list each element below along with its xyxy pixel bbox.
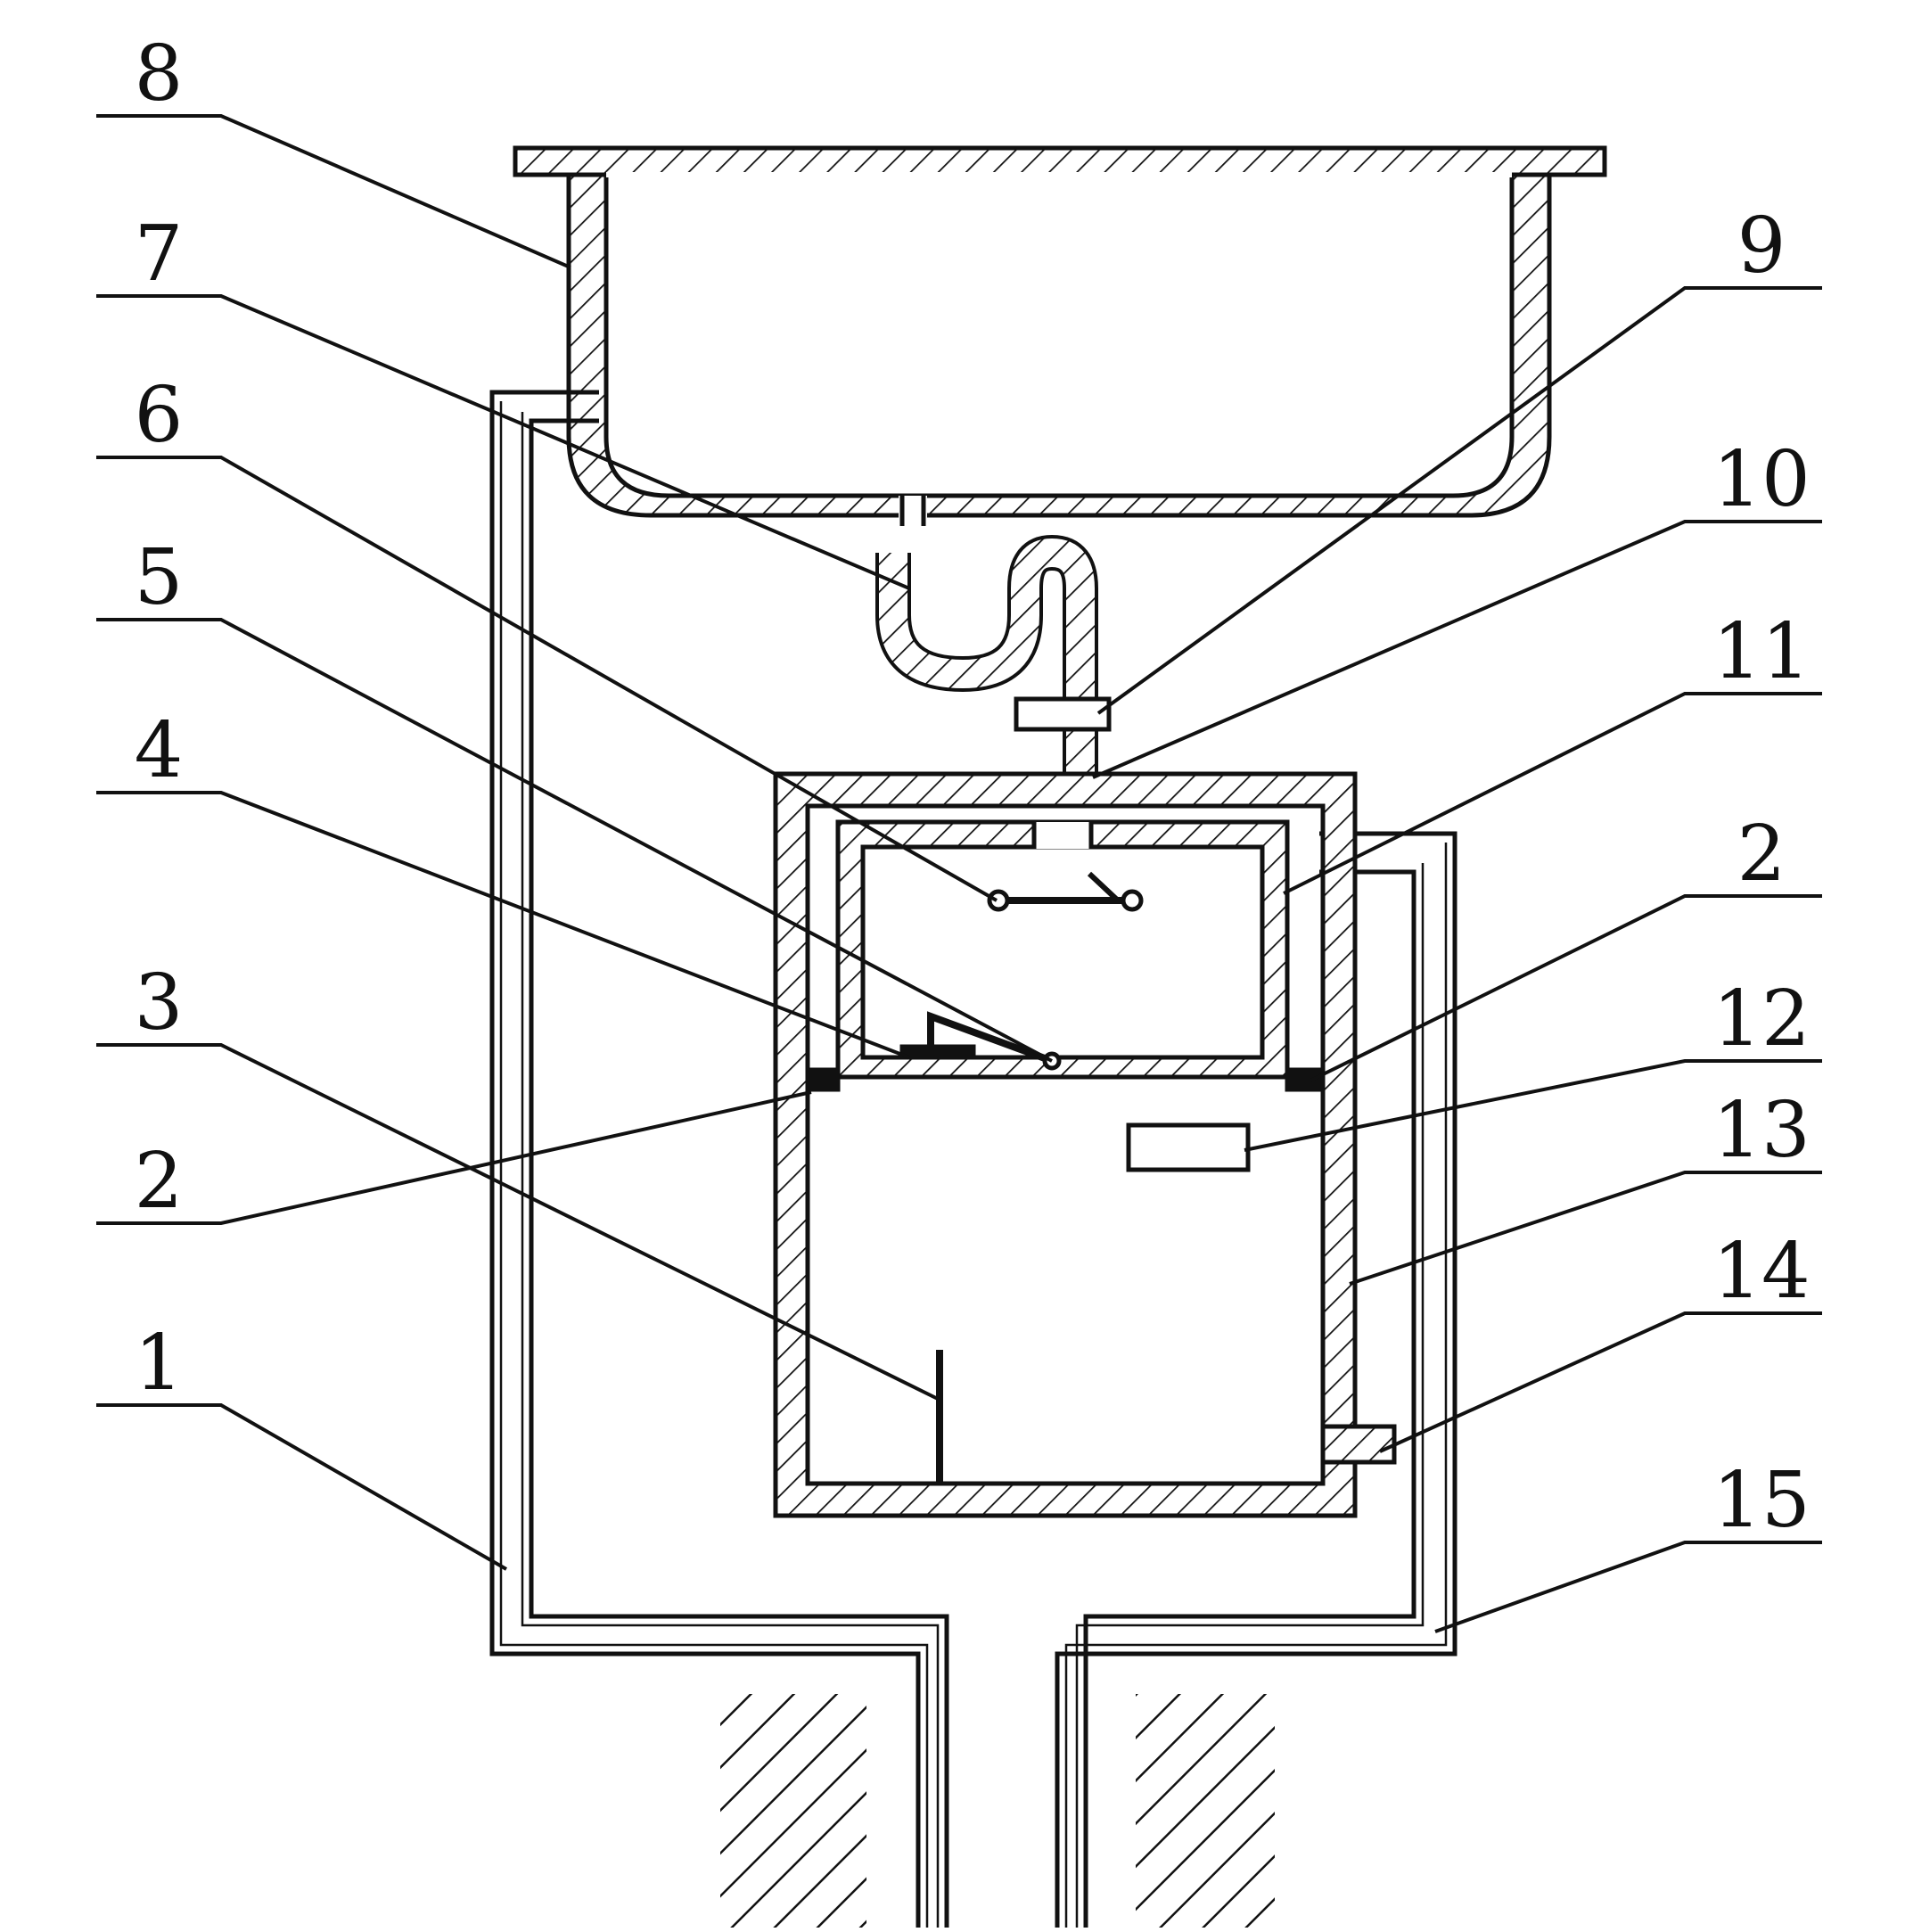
label-3: 3 — [135, 958, 184, 1048]
label-13: 13 — [1712, 1086, 1810, 1175]
float-mechanism — [987, 871, 1144, 912]
leader-lines — [96, 114, 1822, 1633]
label-10: 10 — [1712, 435, 1810, 524]
ground-right — [1136, 1694, 1275, 1928]
label-12: 12 — [1712, 974, 1810, 1064]
trap-pipe — [875, 534, 1112, 802]
part-labels: 8 7 6 5 4 3 2 1 9 10 11 2 12 13 14 15 — [135, 29, 1811, 1545]
label-8: 8 — [135, 29, 184, 119]
label-2-left: 2 — [135, 1137, 184, 1226]
label-5: 5 — [135, 533, 184, 622]
ground-left — [720, 1694, 866, 1928]
label-2-right: 2 — [1737, 810, 1786, 899]
label-11: 11 — [1712, 607, 1810, 696]
label-14: 14 — [1712, 1227, 1810, 1316]
label-1: 1 — [135, 1319, 184, 1408]
label-15: 15 — [1712, 1456, 1810, 1545]
seal-rings — [805, 1067, 1326, 1092]
outer-bypass-pipe — [489, 390, 1457, 1928]
sensor-box — [1126, 1122, 1251, 1172]
label-7: 7 — [135, 210, 184, 299]
label-4: 4 — [135, 706, 184, 795]
basin — [513, 145, 1607, 526]
label-9: 9 — [1737, 201, 1786, 291]
label-6: 6 — [135, 371, 184, 460]
outer-tank — [773, 771, 1397, 1518]
inner-chamber — [835, 819, 1290, 1080]
